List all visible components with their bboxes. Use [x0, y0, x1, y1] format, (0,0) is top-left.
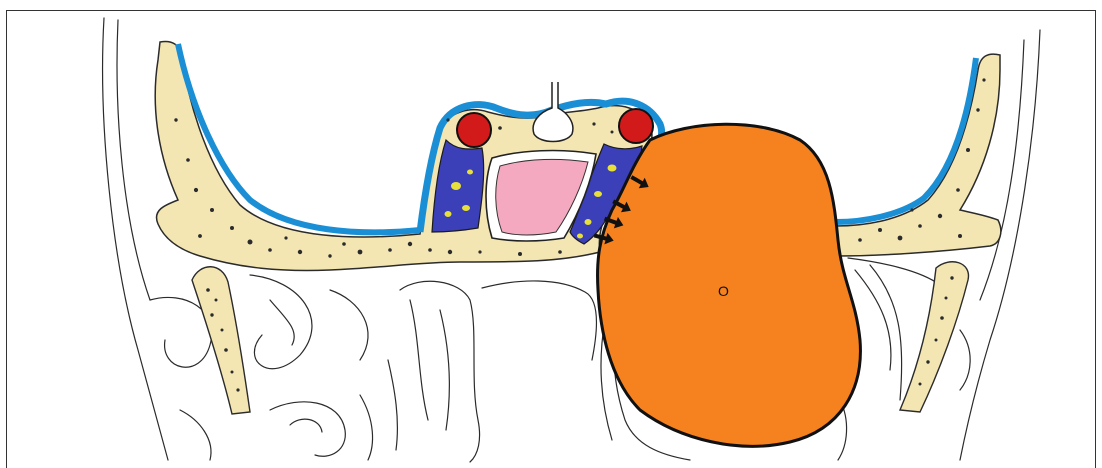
right-lower-bone	[900, 262, 968, 412]
tumor-label: O	[718, 283, 729, 299]
left-lower-bone	[192, 267, 250, 414]
right-carotid-artery	[619, 109, 653, 143]
tumor-mass	[598, 124, 861, 446]
left-carotid-artery	[457, 113, 491, 147]
